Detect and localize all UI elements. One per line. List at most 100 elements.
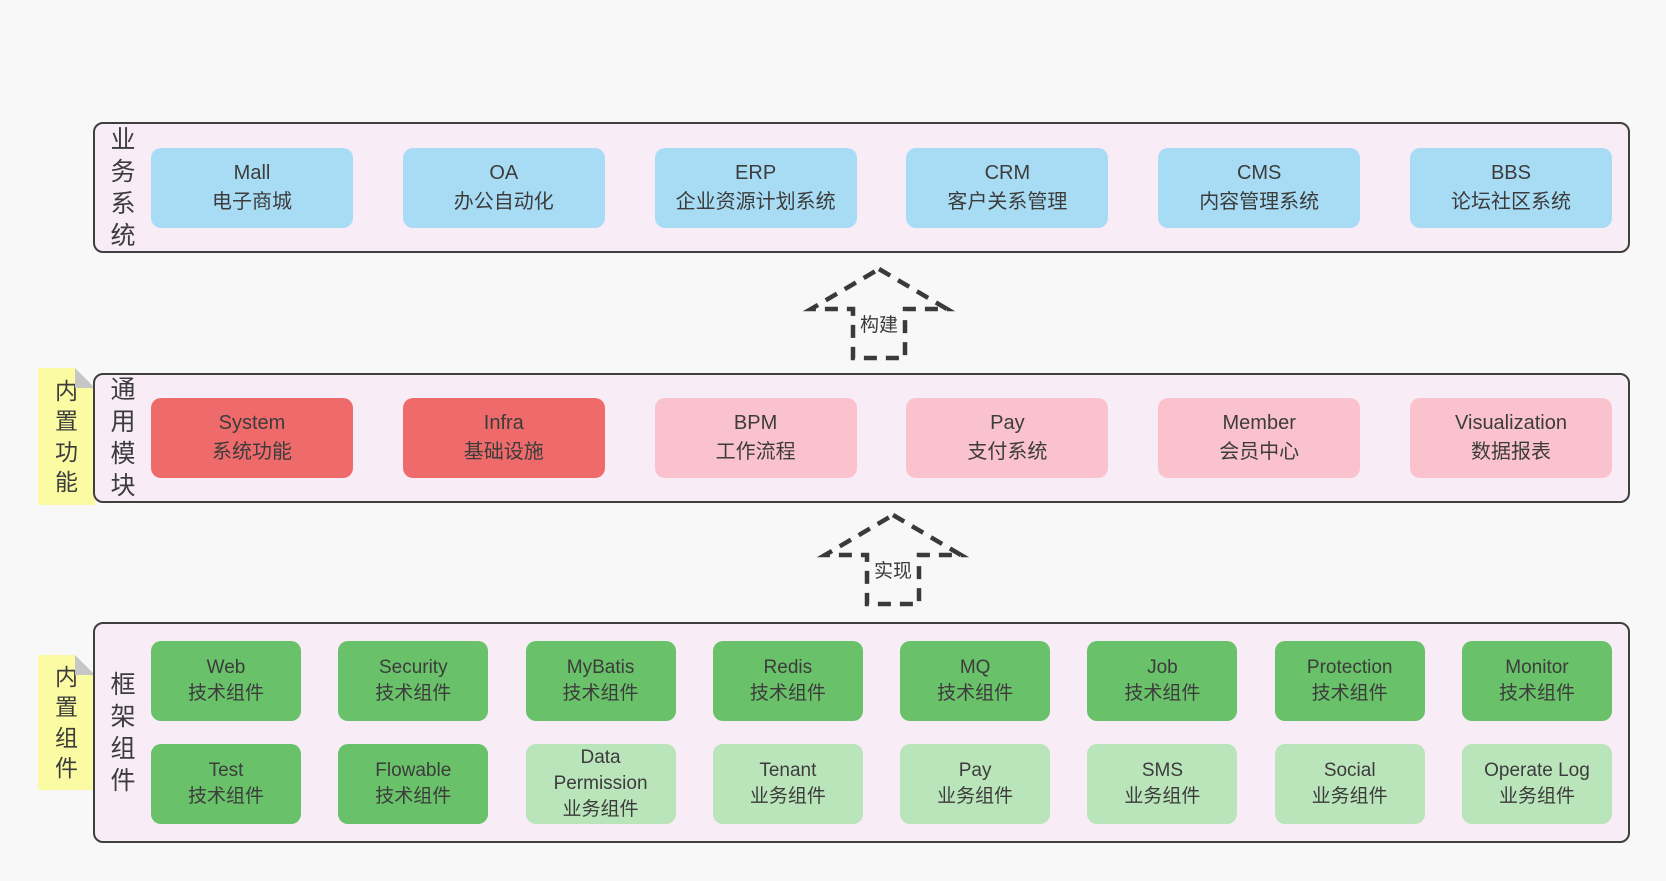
box-crm: CRM 客户关系管理 [906,147,1109,228]
box-social: Social 业务组件 [1274,744,1425,824]
box-title: Flowable [375,759,452,781]
box-member: Member 会员中心 [1158,398,1361,478]
box-row: System 系统功能 Infra 基础设施 BPM 工作流程 Pay 支付系统… [145,375,1628,501]
box-subtitle: 客户关系管理 [947,190,1068,213]
box-title: Visualization [1455,412,1567,434]
box-subtitle: 论坛社区系统 [1450,190,1571,213]
box-redis: Redis 技术组件 [712,641,863,721]
box-subtitle: 业务组件 [749,786,826,807]
box-subtitle: 技术组件 [1124,683,1201,704]
box-pay-component: Pay 业务组件 [900,744,1051,824]
box-title: Monitor [1505,656,1569,678]
box-monitor: Monitor 技术组件 [1461,641,1612,721]
box-title: BBS [1490,161,1531,184]
box-operate-log: Operate Log 业务组件 [1461,744,1612,824]
sticky-note-label: 内置功能 [54,377,78,495]
sticky-note-label: 内置组件 [54,663,78,781]
box-test: Test 技术组件 [151,744,301,824]
box-title: CMS [1236,161,1282,184]
box-title: BPM [733,412,778,434]
section-common-modules: 通用模块 System 系统功能 Infra 基础设施 BPM 工作流程 Pay… [93,373,1630,503]
box-system: System 系统功能 [151,398,353,478]
box-title: Web [206,656,246,678]
arrow-build-up: 构建 [802,266,956,361]
box-subtitle: 支付系统 [967,441,1048,463]
box-web: Web 技术组件 [151,641,301,721]
box-title: Mall [233,161,271,184]
arrow-label: 实现 [874,560,912,582]
box-mybatis: MyBatis 技术组件 [525,641,676,721]
box-title: Test [208,759,244,781]
box-title: ERP [735,161,777,184]
box-title: Job [1147,656,1178,678]
box-bpm: BPM 工作流程 [654,398,857,478]
box-erp: ERP 企业资源计划系统 [654,147,857,228]
box-subtitle: 数据报表 [1470,441,1551,463]
section-label: 框架组件 [95,624,145,841]
box-cms: CMS 内容管理系统 [1158,147,1361,228]
box-visualization: Visualization 数据报表 [1409,398,1612,478]
box-row: Web 技术组件 Security 技术组件 MyBatis 技术组件 Redi… [151,641,1612,721]
box-subtitle: 技术组件 [1311,683,1388,704]
box-title: Security [378,656,448,678]
box-subtitle: 电子商城 [212,190,292,213]
sticky-note-built-in-features: 内置功能 [38,368,95,505]
box-mall: Mall 电子商城 [151,147,353,228]
section-label: 通用模块 [95,375,145,501]
box-subtitle: 内容管理系统 [1199,190,1320,213]
box-subtitle: 技术组件 [187,683,264,704]
box-subtitle: 技术组件 [937,683,1014,704]
section-label-text: 通用模块 [110,376,136,500]
box-subtitle: 工作流程 [715,441,796,463]
box-bbs: BBS 论坛社区系统 [1409,147,1612,228]
box-infra: Infra 基础设施 [402,398,605,478]
box-oa: OA 办公自动化 [402,147,605,228]
dashed-up-arrow-icon: 实现 [816,512,970,607]
box-subtitle: 业务组件 [937,786,1014,807]
box-title: Pay [990,412,1025,434]
box-subtitle: 业务组件 [1124,786,1201,807]
section-label-text: 业务系统 [110,125,136,250]
box-subtitle: 基础设施 [463,441,544,463]
box-security: Security 技术组件 [338,641,489,721]
section-label-text: 框架组件 [110,670,136,795]
box-subtitle: 会员中心 [1219,441,1300,463]
box-subtitle: 技术组件 [562,683,639,704]
box-title: Infra [483,412,524,434]
section-framework-components: 框架组件 Web 技术组件 Security 技术组件 MyBatis 技术组件… [93,622,1630,843]
box-pay-system: Pay 支付系统 [906,398,1109,478]
box-subtitle: 技术组件 [1498,683,1575,704]
box-tenant: Tenant 业务组件 [712,744,863,824]
box-title: OA [489,161,519,184]
box-subtitle: 业务组件 [1498,786,1575,807]
arrow-label: 构建 [860,314,898,336]
box-subtitle: 系统功能 [212,441,292,463]
box-title: CRM [984,161,1031,184]
box-title: Social [1323,759,1376,781]
box-title: Pay [958,759,992,781]
dashed-up-arrow-icon: 构建 [802,266,956,361]
box-mq: MQ 技术组件 [900,641,1051,721]
box-subtitle: 业务组件 [1311,786,1388,807]
box-flowable: Flowable 技术组件 [338,744,489,824]
box-subtitle: 技术组件 [749,683,826,704]
box-subtitle: 技术组件 [187,786,264,807]
box-row: Mall 电子商城 OA 办公自动化 ERP 企业资源计划系统 CRM 客户关系… [145,124,1628,251]
section-business-systems: 业务系统 Mall 电子商城 OA 办公自动化 ERP 企业资源计划系统 CRM… [93,122,1630,253]
box-title: MyBatis [566,656,635,678]
box-subtitle: 技术组件 [375,683,452,704]
box-title: Member [1222,412,1296,434]
section-label: 业务系统 [95,124,145,251]
box-job: Job 技术组件 [1087,641,1238,721]
box-sms: SMS 业务组件 [1087,744,1238,824]
box-protection: Protection 技术组件 [1274,641,1425,721]
box-title: MQ [959,656,991,678]
box-title: Data Permission [553,746,648,794]
box-title: System [218,412,286,434]
box-subtitle: 办公自动化 [453,190,554,213]
box-rows: Web 技术组件 Security 技术组件 MyBatis 技术组件 Redi… [145,624,1628,841]
box-subtitle: 企业资源计划系统 [675,190,836,213]
box-subtitle: 业务组件 [562,799,639,821]
box-title: Protection [1306,656,1393,678]
